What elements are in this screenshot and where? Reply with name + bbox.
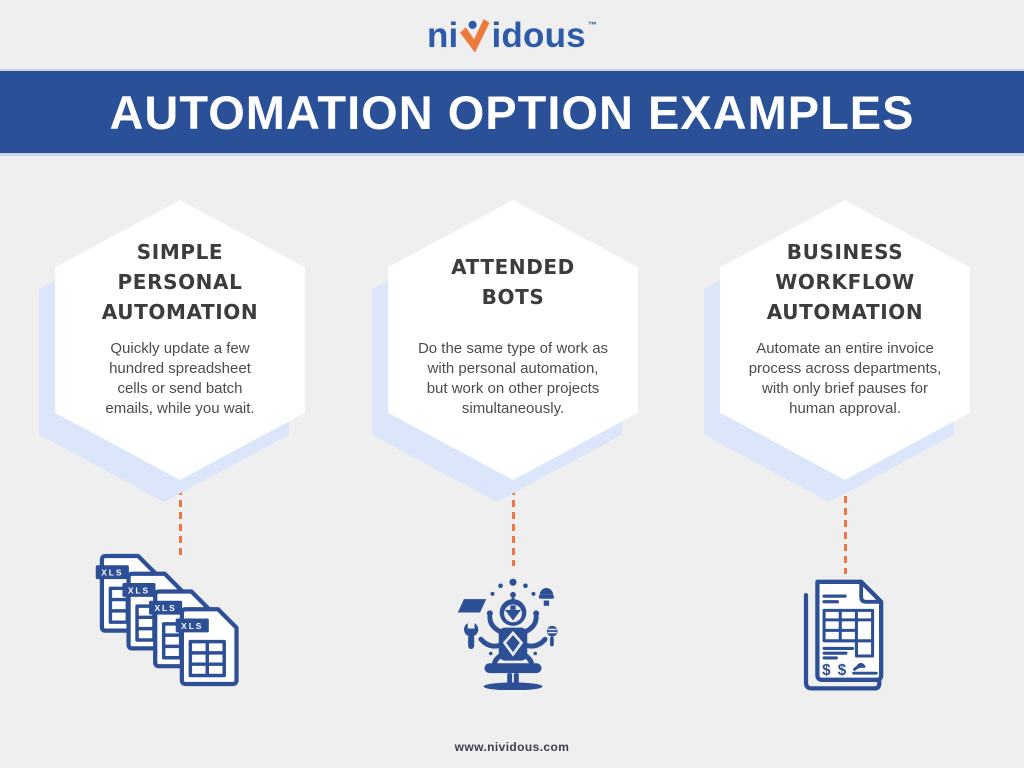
nividous-checkmark-person-icon (460, 18, 490, 52)
card-column-attended-bots: ATTENDED BOTS Do the same type of work a… (372, 156, 653, 690)
logo-text-suffix: idous (491, 15, 586, 55)
signature-squiggle (852, 662, 878, 675)
invoice-svg: $ $ (803, 579, 884, 691)
wrench-item (464, 620, 479, 650)
multitasking-robot-icon (455, 576, 571, 690)
microphone-item (546, 625, 558, 647)
xls-document: XLS (175, 607, 239, 687)
page-title: AUTOMATION OPTION EXAMPLES (109, 85, 915, 139)
hexagon-face: BUSINESS WORKFLOW AUTOMATION Automate an… (720, 200, 970, 480)
xls-stack-svg: XLS XLS (95, 553, 239, 687)
svg-text:XLS: XLS (128, 585, 150, 595)
card-title: ATTENDED BOTS (451, 255, 575, 309)
content-area: SIMPLE PERSONAL AUTOMATION Quickly updat… (0, 156, 1024, 768)
hexagon-face: ATTENDED BOTS Do the same type of work a… (388, 200, 638, 480)
robot-svg (457, 578, 558, 690)
card-title: BUSINESS WORKFLOW AUTOMATION (766, 240, 924, 324)
logo-header: ni idous ™ (0, 0, 1024, 69)
nividous-logo: ni idous ™ (427, 17, 597, 53)
card-title: SIMPLE PERSONAL AUTOMATION (101, 240, 259, 324)
invoice-table (822, 608, 875, 658)
invoice-documents-icon: $ $ (794, 578, 896, 696)
dashed-connector-line (178, 488, 182, 560)
dashed-connector-line (511, 488, 515, 566)
svg-text:XLS: XLS (154, 603, 176, 613)
hexagon-card: ATTENDED BOTS Do the same type of work a… (372, 200, 638, 502)
xls-documents-stack-icon: XLS XLS (95, 552, 245, 692)
hexagon-face: SIMPLE PERSONAL AUTOMATION Quickly updat… (55, 200, 305, 480)
card-description: Do the same type of work as with persona… (417, 340, 609, 417)
hexagon-card: BUSINESS WORKFLOW AUTOMATION Automate an… (704, 200, 970, 502)
card-description: Quickly update a few hundred spreadsheet… (105, 340, 255, 417)
robot-glyph (457, 578, 558, 690)
cupcake-item (539, 588, 554, 595)
website-url: www.nividous.com (454, 740, 570, 754)
title-banner: AUTOMATION OPTION EXAMPLES (0, 69, 1024, 156)
logo-text-prefix: ni (426, 15, 459, 55)
svg-text:XLS: XLS (101, 568, 123, 578)
trademark-symbol: ™ (587, 19, 598, 30)
dollar-amounts: $ $ (822, 662, 847, 679)
card-description: Automate an entire invoice process acros… (748, 340, 942, 417)
svg-text:XLS: XLS (181, 621, 203, 631)
invoice-back-sheet (803, 592, 882, 691)
paper-item (457, 599, 487, 613)
card-column-business-workflow-automation: BUSINESS WORKFLOW AUTOMATION Automate an… (704, 156, 985, 696)
card-column-simple-personal-automation: SIMPLE PERSONAL AUTOMATION Quickly updat… (39, 156, 320, 692)
dashed-connector-line (843, 496, 847, 574)
hexagon-card: SIMPLE PERSONAL AUTOMATION Quickly updat… (39, 200, 305, 502)
